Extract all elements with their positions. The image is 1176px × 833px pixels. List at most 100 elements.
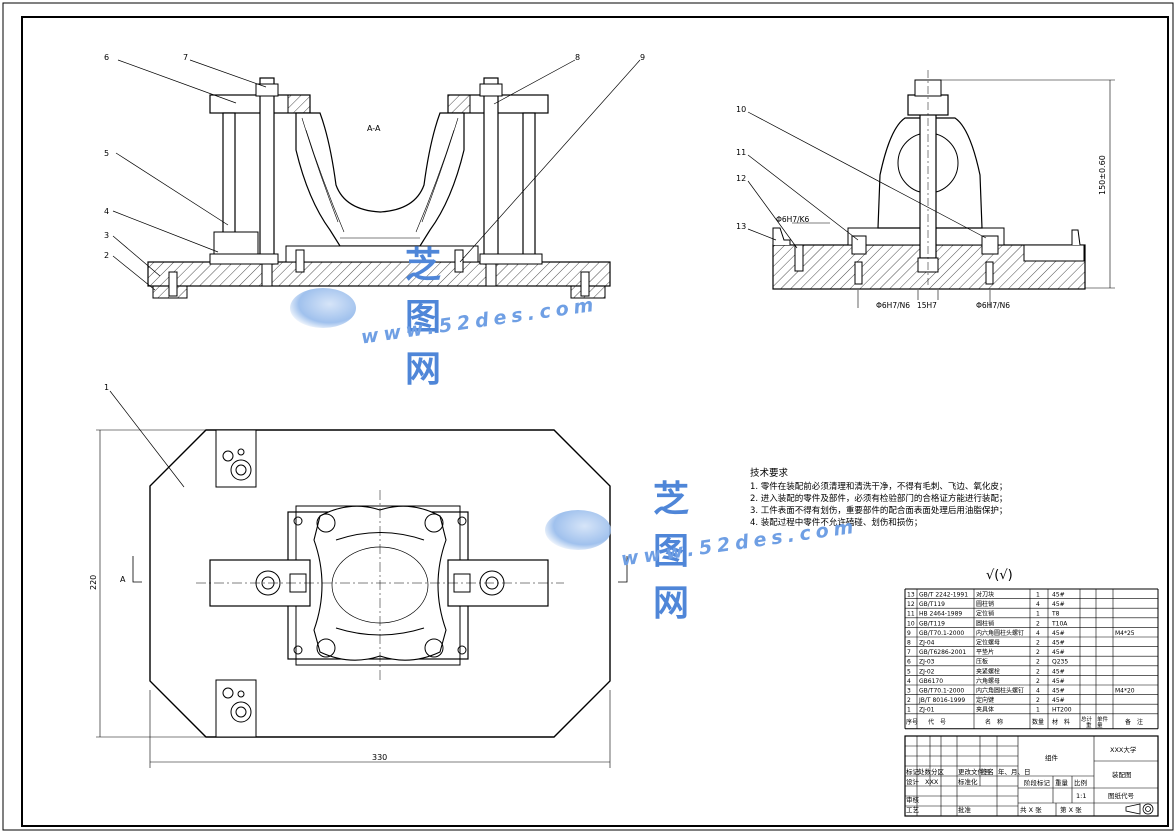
bom-header-code: 代 号	[928, 718, 946, 726]
tb-scale-value: 1:1	[1076, 792, 1086, 800]
balloon-4: 4	[104, 207, 109, 216]
bom-header-material: 材 料	[1052, 718, 1070, 726]
bom-cell-code: JB/T 8016-1999	[918, 697, 965, 704]
bom-cell-material: 45#	[1052, 668, 1065, 675]
fit-middle: 15H7	[917, 301, 937, 310]
bom-cell-material: T8	[1051, 611, 1060, 618]
bom-cell-no: 11	[907, 611, 915, 618]
bom-cell-material: HT200	[1052, 707, 1072, 714]
bom-cell-qty: 1	[1036, 611, 1040, 618]
balloon-13: 13	[736, 222, 746, 231]
balloon-11: 11	[736, 148, 746, 157]
bom-cell-material: 45#	[1052, 697, 1065, 704]
bom-cell-material: 45#	[1052, 601, 1065, 608]
bom-cell-material: Q235	[1052, 659, 1068, 666]
bom-cell-qty: 2	[1036, 678, 1040, 685]
tb-sheet-no: 第 X 张	[1060, 805, 1082, 814]
bom-cell-code: GB6170	[919, 678, 943, 685]
tb-drawing-name: 装配图	[1112, 770, 1132, 779]
plan-view: A 220 330 1	[89, 383, 628, 768]
bom-cell-code: GB/T70.1-2000	[919, 688, 964, 695]
balloon-10: 10	[736, 105, 746, 114]
fit-left: Φ6H7/N6	[876, 301, 910, 310]
tech-requirements: 技术要求 1. 零件在装配前必须清理和清洗干净，不得有毛刺、飞边、氧化皮； 2.…	[750, 468, 1050, 529]
bom-cell-name: 内六角圆柱头螺钉	[976, 687, 1024, 695]
tb-group: 组件	[1045, 753, 1059, 762]
bom-cell-qty: 2	[1036, 697, 1040, 704]
tb-count: 处数	[918, 767, 932, 776]
bom-cell-code: GB/T6286-2001	[919, 649, 966, 656]
bom-cell-name: 定向键	[976, 696, 994, 704]
bom-cell-no: 12	[907, 601, 915, 608]
bom-cell-no: 1	[907, 707, 911, 714]
fit-right: Φ6H7/N6	[976, 301, 1010, 310]
balloon-3: 3	[104, 231, 109, 240]
bom-cell-qty: 4	[1036, 688, 1040, 695]
bom-cell-name: 夹紧螺栓	[976, 667, 1000, 675]
bom-cell-name: 夹具体	[976, 706, 994, 714]
balloon-12: 12	[736, 174, 746, 183]
balloon-6: 6	[104, 53, 109, 62]
bom-cell-no: 13	[907, 592, 915, 599]
bom-cell-name: 内六角圆柱头螺钉	[976, 629, 1024, 637]
bom-cell-no: 7	[907, 649, 911, 656]
bom-cell-code: GB/T119	[919, 601, 945, 608]
bom-cell-name: 定位销	[976, 610, 994, 618]
tb-designer-label: 设计	[906, 777, 920, 786]
tb-weight-label: 重量	[1055, 779, 1069, 787]
tech-req-title: 技术要求	[750, 468, 789, 479]
bom-cell-qty: 2	[1036, 620, 1040, 627]
bom-cell-name: 平垫片	[976, 648, 994, 656]
bom-cell-name: 压板	[976, 658, 988, 666]
bom-header-name: 名 称	[985, 718, 1003, 726]
balloon-5: 5	[104, 149, 109, 158]
bom-cell-qty: 2	[1036, 640, 1040, 647]
balloon-1: 1	[104, 383, 109, 392]
bom-cell-no: 2	[907, 697, 911, 704]
tb-designer-value: XXX	[925, 778, 939, 786]
dim-depth: 220	[89, 575, 98, 590]
bom-cell-qty: 2	[1036, 668, 1040, 675]
bom-cell-material: 45#	[1052, 640, 1065, 647]
bom-cell-qty: 1	[1036, 592, 1040, 599]
tb-university: XXX大学	[1110, 745, 1137, 754]
bom-cell-qty: 4	[1036, 601, 1040, 608]
bom-cell-code: ZJ-03	[919, 659, 935, 666]
tb-approve-label: 批准	[958, 805, 972, 814]
tech-req-item: 4. 装配过程中零件不允许磕碰、划伤和损伤；	[750, 518, 923, 528]
tb-zone: 分区	[931, 767, 945, 776]
bom-cell-material: 45#	[1052, 630, 1065, 637]
dim-height: 150±0.60	[1098, 155, 1107, 195]
bom-cell-no: 3	[907, 688, 911, 695]
bom-cell-note: M4*25	[1115, 630, 1135, 637]
bom-cell-code: ZJ-01	[919, 707, 935, 714]
bom-cell-name: 对刀块	[976, 591, 994, 599]
balloon-7: 7	[183, 53, 188, 62]
bom-cell-name: 定位螺母	[976, 639, 1000, 647]
bom-cell-code: GB/T70.1-2000	[919, 630, 964, 637]
tb-date: 年、月、日	[998, 767, 1031, 776]
tb-sheets-total: 共 X 张	[1020, 805, 1042, 814]
tb-std-label: 标准化	[958, 777, 978, 786]
tb-mark: 标记	[906, 767, 920, 776]
dim-width: 330	[372, 753, 387, 762]
bom-cell-note: M4*20	[1115, 688, 1135, 695]
section-label: A-A	[367, 124, 381, 133]
tb-review-label: 审核	[906, 795, 920, 804]
tb-process-label: 工艺	[906, 806, 920, 814]
bom-header-weight: 重 量	[1086, 721, 1103, 729]
tb-scale-label: 比例	[1074, 778, 1087, 787]
bom-cell-material: 45#	[1052, 688, 1065, 695]
bom-cell-no: 4	[907, 678, 911, 685]
section-arrow-label-left: A	[120, 575, 126, 584]
balloon-8: 8	[575, 53, 580, 62]
bom-cell-material: T10A	[1051, 620, 1068, 627]
bom-header-note: 备 注	[1125, 718, 1143, 726]
bom-cell-qty: 4	[1036, 630, 1040, 637]
bom-header-total-weight: 总计	[1081, 715, 1093, 723]
tb-stage-mark: 阶段标记	[1024, 778, 1051, 787]
tb-change-doc: 更改文件号	[958, 767, 991, 776]
tb-drawing-no-label: 图纸代号	[1108, 791, 1135, 800]
